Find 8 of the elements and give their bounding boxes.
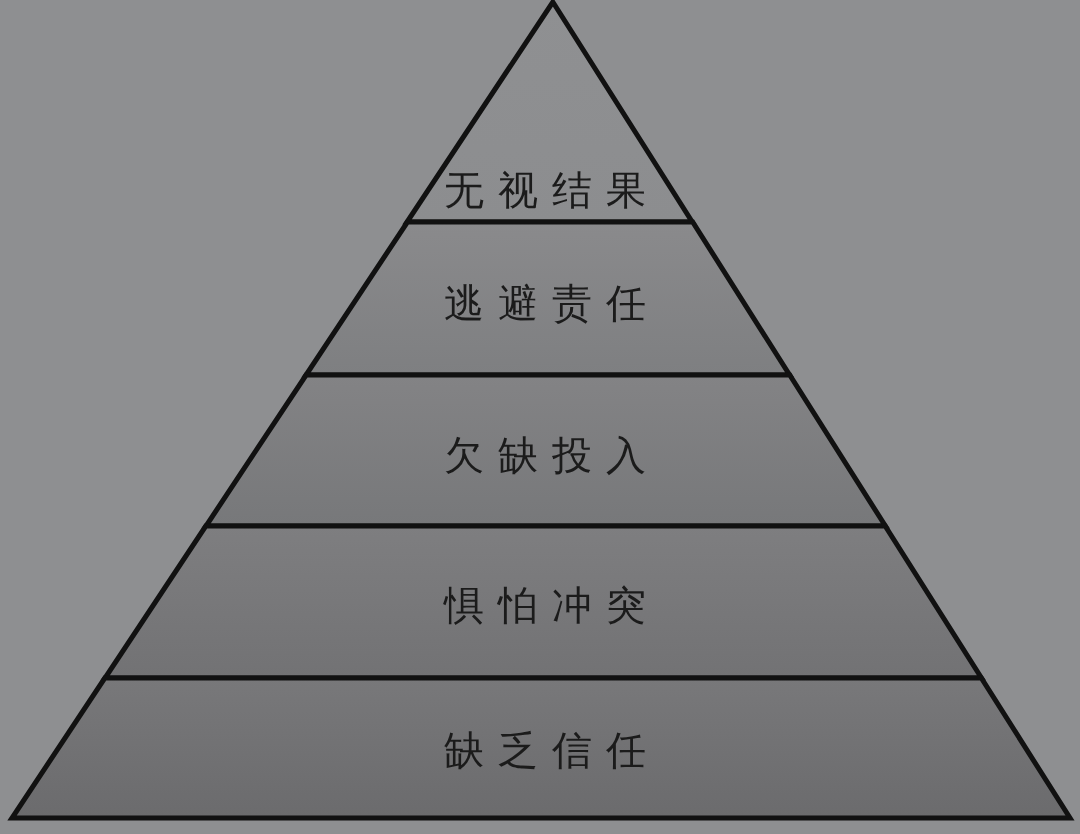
tier-label: 欠缺投入 xyxy=(443,432,660,478)
pyramid-tier xyxy=(202,372,888,529)
tier-label: 惧怕冲突 xyxy=(442,582,660,628)
tier-label: 缺乏信任 xyxy=(443,727,660,773)
pyramid-tier xyxy=(404,0,696,225)
tier-label: 逃避责任 xyxy=(443,280,660,326)
pyramid-tier xyxy=(9,675,1073,821)
tier-label: 无视结果 xyxy=(443,167,660,213)
